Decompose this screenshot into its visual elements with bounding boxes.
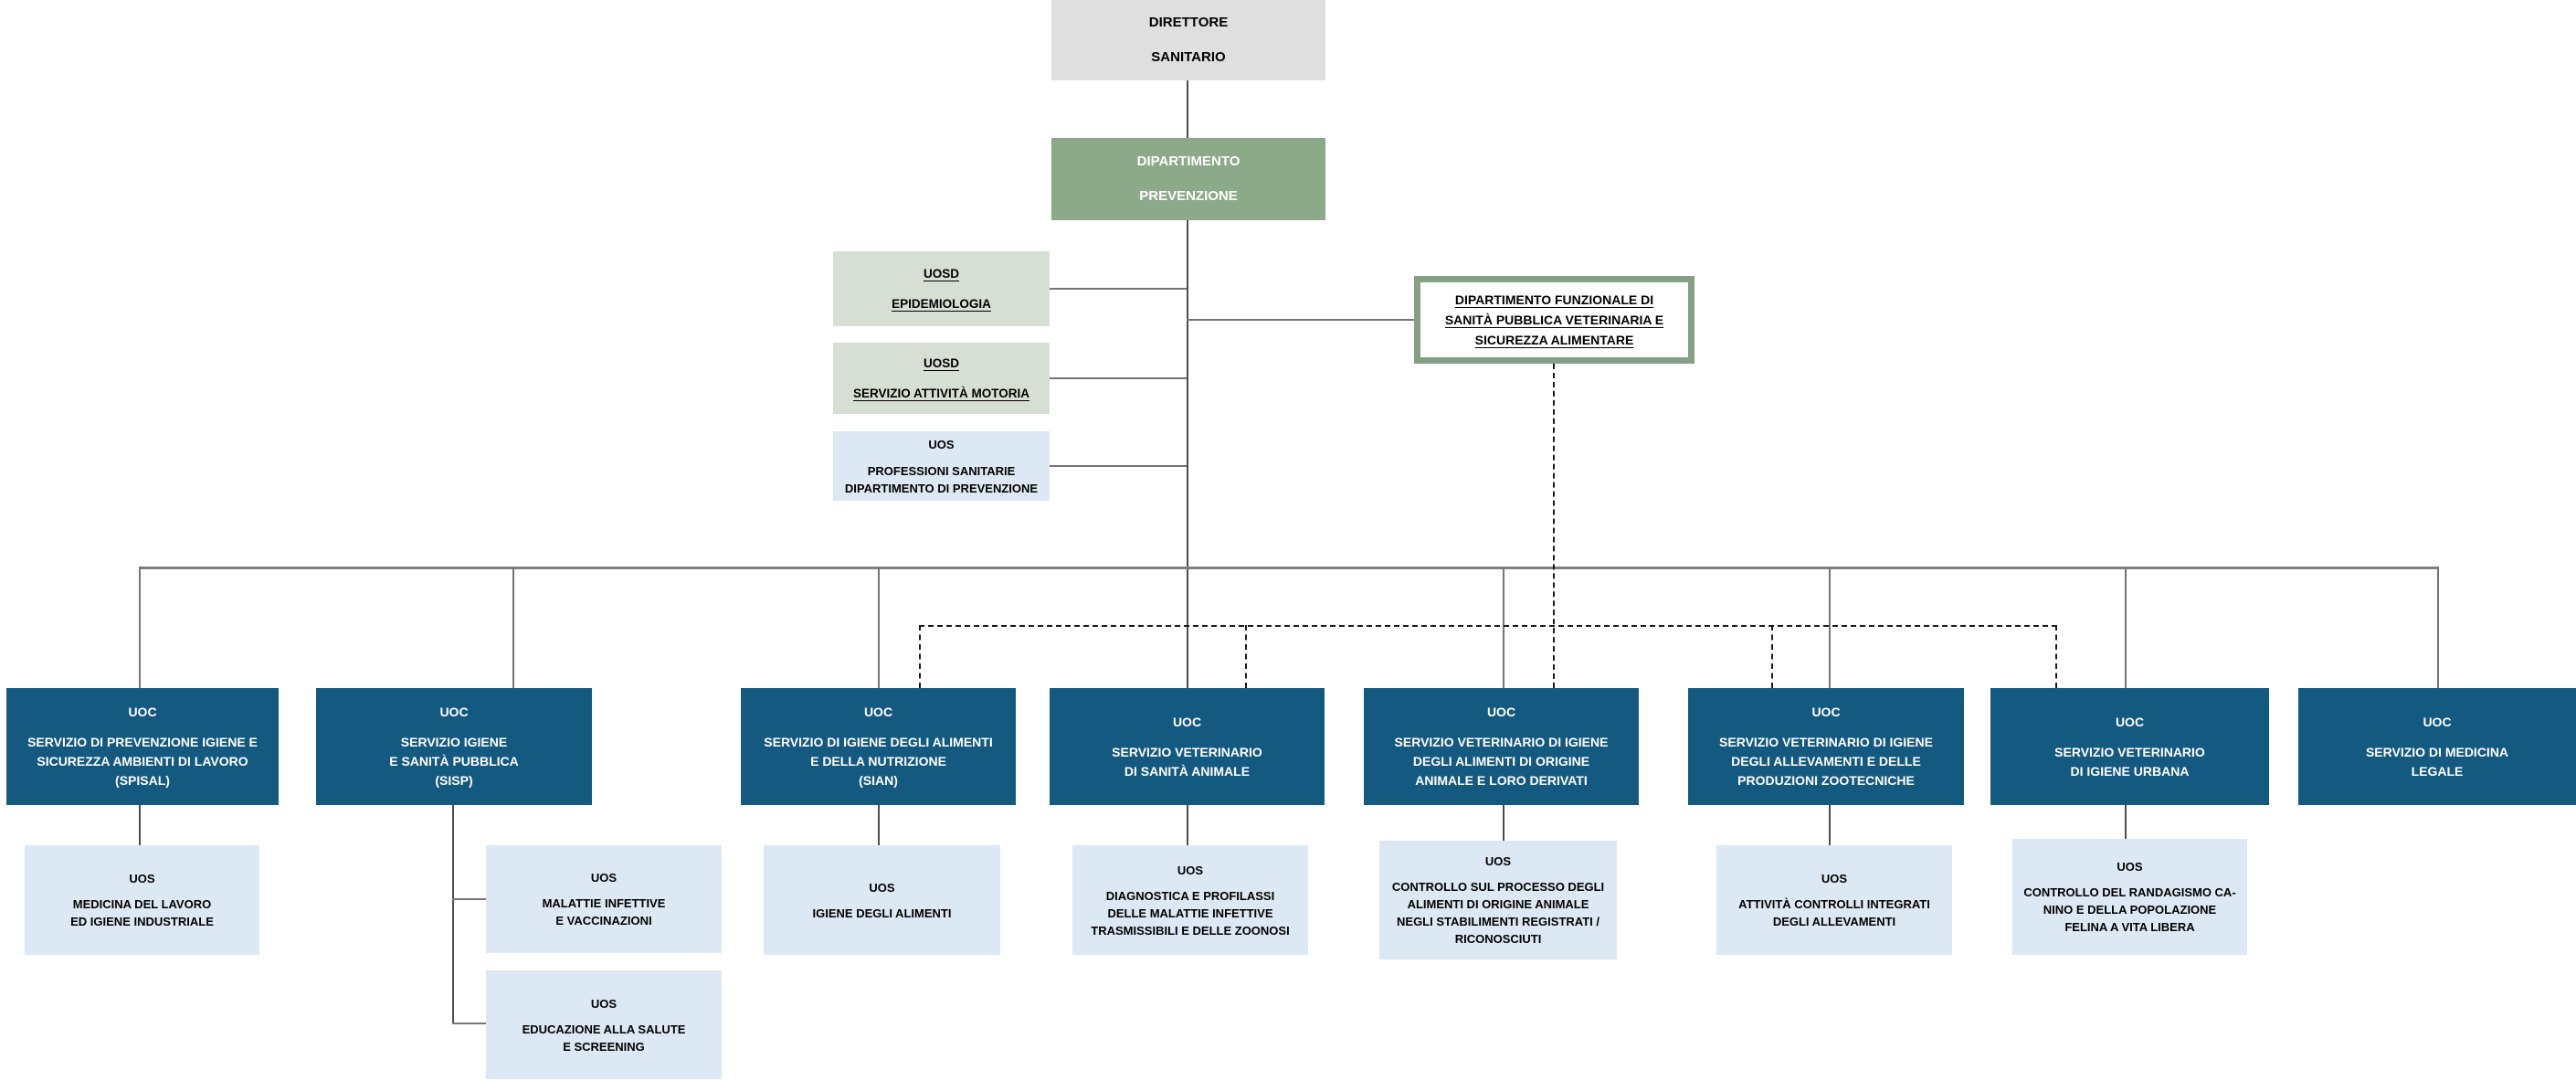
org-node-uos-malattie-infettive: UOS MALATTIE INFETTIVE E VACCINAZIONI: [486, 845, 722, 953]
connector-drop-sian: [878, 567, 880, 688]
unit-name: SERVIZIO VETERINARIO DI SANITÀ ANIMALE: [1112, 744, 1262, 779]
connector-sanita-animale-uos: [1187, 805, 1188, 845]
unit-type-label: UOC: [2115, 714, 2145, 729]
connector-sisp-educazione: [452, 1023, 486, 1024]
connector-uos-professioni: [1050, 465, 1187, 467]
org-node-uosd-attivita-motoria: UOSD SERVIZIO ATTIVITÀ MOTORIA: [833, 343, 1050, 414]
unit-name: EPIDEMIOLOGIA: [892, 296, 991, 311]
org-node-uos-attivita-controlli-allevamenti: UOS ATTIVITÀ CONTROLLI INTEGRATI DEGLI A…: [1716, 845, 1952, 955]
unit-type-label: UOS: [1821, 872, 1848, 885]
unit-name: SERVIZIO VETERINARIO DI IGIENE URBANA: [2054, 744, 2205, 779]
unit-type-label: UOC: [1486, 705, 1516, 719]
unit-name: SERVIZIO ATTIVITÀ MOTORIA: [852, 386, 1029, 400]
connector-drop-medicina-legale: [2437, 567, 2439, 688]
dashed-drop-sian: [919, 625, 921, 688]
unit-type-label: UOS: [129, 872, 155, 885]
unit-name: EDUCAZIONE ALLA SALUTE E SCREENING: [522, 1022, 686, 1054]
unit-name: CONTROLLO SUL PROCESSO DEGLI ALIMENTI DI…: [1391, 880, 1605, 946]
unit-name: MEDICINA DEL LAVORO ED IGIENE INDUSTRIAL…: [70, 897, 214, 928]
unit-name: DIPARTIMENTO PREVENZIONE: [1136, 154, 1240, 204]
connector-funzionale: [1187, 319, 1414, 321]
unit-name: SERVIZIO VETERINARIO DI IGIENE DEGLI ALL…: [1719, 735, 1933, 788]
org-node-uoc-sisp: UOC SERVIZIO IGIENE E SANITÀ PUBBLICA (S…: [316, 688, 592, 805]
unit-type-label: UOS: [928, 437, 955, 451]
org-node-uos-medicina-lavoro: UOS MEDICINA DEL LAVORO ED IGIENE INDUST…: [25, 845, 259, 955]
unit-type-label: UOC: [128, 705, 157, 719]
connector-drop-sisp: [512, 567, 514, 688]
dashed-connector-funzionale-stem: [1553, 364, 1555, 688]
unit-name: IGIENE DEGLI ALIMENTI: [812, 906, 952, 920]
org-node-uoc-spisal: UOC SERVIZIO DI PREVENZIONE IGIENE E SIC…: [6, 688, 279, 805]
unit-name: SERVIZIO DI IGIENE DEGLI ALIMENTI E DELL…: [764, 735, 993, 788]
connector-trunk: [1187, 220, 1188, 688]
connector-drop-allevamenti: [1829, 567, 1831, 688]
unit-name: SERVIZIO IGIENE E SANITÀ PUBBLICA (SISP): [389, 735, 519, 788]
org-node-uosd-epidemiologia: UOSD EPIDEMIOLOGIA: [833, 251, 1050, 326]
org-node-uos-randagismo: UOS CONTROLLO DEL RANDAGISMO CA- NINO E …: [2012, 839, 2247, 955]
org-node-dipartimento-prevenzione: DIPARTIMENTO PREVENZIONE: [1051, 138, 1325, 220]
org-node-uoc-allevamenti-zootecniche: UOC SERVIZIO VETERINARIO DI IGIENE DEGLI…: [1688, 688, 1964, 805]
connector-sisp-stem: [452, 805, 454, 1024]
connector-drop-alimenti-oa: [1503, 567, 1504, 688]
dashed-drop-sanita-animale: [1245, 625, 1247, 688]
connector-drop-spisal: [139, 567, 141, 688]
org-node-uoc-sian: UOC SERVIZIO DI IGIENE DEGLI ALIMENTI E …: [741, 688, 1016, 805]
unit-type-label: UOS: [590, 871, 618, 885]
org-node-direttore-sanitario: DIRETTORE SANITARIO: [1051, 0, 1325, 80]
org-node-uoc-igiene-urbana: UOC SERVIZIO VETERINARIO DI IGIENE URBAN…: [1990, 688, 2269, 805]
connector-spisal-uos: [139, 805, 141, 845]
connector-igiene-urbana-uos: [2125, 805, 2127, 839]
connector-sisp-malattie: [452, 898, 486, 900]
org-node-dipartimento-funzionale-veterinaria: DIPARTIMENTO FUNZIONALE DI SANITÀ PUBBLI…: [1414, 276, 1694, 364]
unit-name: PROFESSIONI SANITARIE DIPARTIMENTO DI PR…: [844, 463, 1039, 495]
connector-alimenti-oa-uos: [1503, 805, 1504, 841]
connector-split-bar: [139, 567, 2439, 569]
org-node-uos-diagnostica-profilassi: UOS DIAGNOSTICA E PROFILASSI DELLE MALAT…: [1072, 845, 1308, 955]
connector-allevamenti-uos: [1829, 805, 1831, 845]
org-node-uoc-alimenti-origine-animale: UOC SERVIZIO VETERINARIO DI IGIENE DEGLI…: [1364, 688, 1639, 805]
dashed-connector-bar: [919, 625, 2057, 627]
connector-sian-uos: [878, 805, 880, 845]
unit-name: SERVIZIO DI PREVENZIONE IGIENE E SICUREZ…: [27, 735, 258, 788]
dashed-drop-allevamenti: [1771, 625, 1773, 688]
org-node-uos-igiene-alimenti: UOS IGIENE DEGLI ALIMENTI: [764, 845, 1000, 955]
dashed-drop-igiene-urbana: [2055, 625, 2057, 688]
unit-name: SERVIZIO VETERINARIO DI IGIENE DEGLI ALI…: [1394, 735, 1609, 788]
unit-type-label: UOC: [1811, 705, 1841, 719]
unit-type-label: UOS: [590, 996, 618, 1011]
org-node-uos-educazione-salute: UOS EDUCAZIONE ALLA SALUTE E SCREENING: [486, 970, 722, 1079]
connector-direttore-prevenzione: [1187, 80, 1188, 138]
unit-type-label: UOS: [1177, 863, 1204, 877]
unit-type-label: UOSD: [923, 266, 959, 281]
org-node-uos-controllo-processo-alimenti: UOS CONTROLLO SUL PROCESSO DEGLI ALIMENT…: [1379, 841, 1617, 959]
connector-uosd-motoria: [1050, 377, 1187, 379]
org-node-uos-professioni-sanitarie: UOS PROFESSIONI SANITARIE DIPARTIMENTO D…: [833, 431, 1050, 501]
unit-name: CONTROLLO DEL RANDAGISMO CA- NINO E DELL…: [2023, 885, 2236, 934]
unit-name: DIPARTIMENTO FUNZIONALE DI SANITÀ PUBBLI…: [1444, 292, 1664, 347]
unit-type-label: UOS: [869, 880, 895, 895]
unit-name: SERVIZIO DI MEDICINA LEGALE: [2365, 744, 2509, 779]
connector-uosd-epidemiologia: [1050, 288, 1187, 290]
org-node-uoc-medicina-legale: UOC SERVIZIO DI MEDICINA LEGALE: [2298, 688, 2576, 805]
unit-type-label: UOC: [439, 705, 469, 719]
unit-type-label: UOSD: [923, 355, 959, 370]
unit-name: MALATTIE INFETTIVE E VACCINAZIONI: [542, 896, 666, 927]
unit-type-label: UOC: [2423, 714, 2452, 729]
unit-type-label: UOS: [2117, 860, 2143, 874]
unit-name: ATTIVITÀ CONTROLLI INTEGRATI DEGLI ALLEV…: [1738, 897, 1930, 928]
unit-type-label: UOS: [1484, 854, 1512, 868]
unit-type-label: UOC: [863, 705, 893, 719]
unit-name: DIRETTORE SANITARIO: [1148, 15, 1229, 65]
connector-drop-igiene-urbana: [2125, 567, 2127, 688]
unit-type-label: UOC: [1172, 714, 1202, 729]
org-node-uoc-sanita-animale: UOC SERVIZIO VETERINARIO DI SANITÀ ANIMA…: [1050, 688, 1325, 805]
unit-name: DIAGNOSTICA E PROFILASSI DELLE MALATTIE …: [1091, 888, 1290, 938]
